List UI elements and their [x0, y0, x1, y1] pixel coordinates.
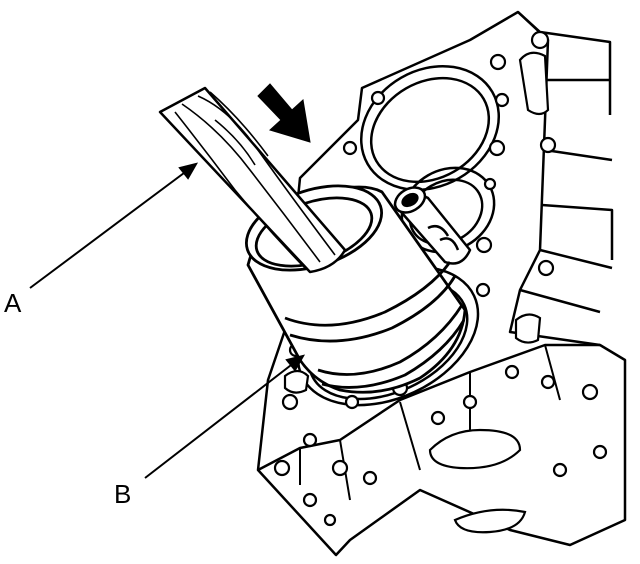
- ring-compressor-band: [321, 319, 466, 389]
- bolt-hole: [475, 282, 491, 298]
- bolt-hole: [323, 513, 337, 527]
- arrow-down-right-icon: [257, 83, 311, 143]
- piston-assembly: [393, 186, 472, 265]
- ring-compressor-band: [317, 304, 464, 376]
- hammer-handle-shaft: [158, 86, 347, 274]
- bolt-hole: [530, 30, 550, 50]
- coolant-passage: [283, 369, 310, 394]
- callout-a-leader: [29, 169, 189, 289]
- hammer-handle-grain: [174, 91, 336, 269]
- bolt-hole: [362, 470, 378, 486]
- piston-pin-ring: [427, 225, 460, 251]
- ring-compressor-band: [284, 261, 452, 327]
- bolt-hole: [504, 364, 520, 380]
- direction-arrow: [257, 83, 311, 143]
- bolt-hole: [462, 394, 478, 410]
- bolt-hole: [539, 136, 557, 154]
- ring-compressor-band: [289, 275, 457, 343]
- bolt-hole: [489, 53, 507, 71]
- callout-label-b: B: [114, 479, 131, 509]
- deck-holes: [273, 30, 608, 534]
- block-side-wall: [517, 11, 614, 314]
- bolt-hole: [331, 459, 349, 477]
- bolt-hole: [581, 383, 599, 401]
- bolt-hole: [302, 432, 318, 448]
- bolt-hole: [342, 140, 358, 156]
- callout-b-leader: [144, 361, 296, 479]
- bolt-hole: [494, 92, 510, 108]
- coolant-passage: [518, 51, 550, 116]
- upper-bore-outer: [359, 64, 501, 192]
- bolt-hole: [540, 374, 556, 390]
- bolt-hole: [430, 410, 446, 426]
- bolt-hole: [475, 236, 493, 254]
- bolt-hole: [483, 177, 497, 191]
- oil-passage: [453, 508, 527, 534]
- callout-leaders: [29, 162, 306, 479]
- upper-bore-inner: [369, 76, 491, 184]
- piston-pin-end-inner: [401, 192, 419, 208]
- bolt-hole: [592, 444, 608, 460]
- oil-passage: [428, 428, 522, 470]
- callout-b-arrowhead: [285, 354, 306, 372]
- bolt-hole: [273, 459, 291, 477]
- bolt-hole: [344, 394, 360, 410]
- bolt-hole: [552, 462, 568, 478]
- coolant-passage: [514, 313, 542, 344]
- bolt-hole: [281, 393, 299, 411]
- bolt-hole: [302, 492, 318, 508]
- bolt-hole: [488, 139, 506, 157]
- callout-label-a: A: [4, 288, 22, 318]
- bolt-hole: [537, 259, 555, 277]
- callout-a-arrowhead: [178, 162, 199, 180]
- bolt-hole: [370, 90, 386, 106]
- hammer-handle: [158, 86, 347, 274]
